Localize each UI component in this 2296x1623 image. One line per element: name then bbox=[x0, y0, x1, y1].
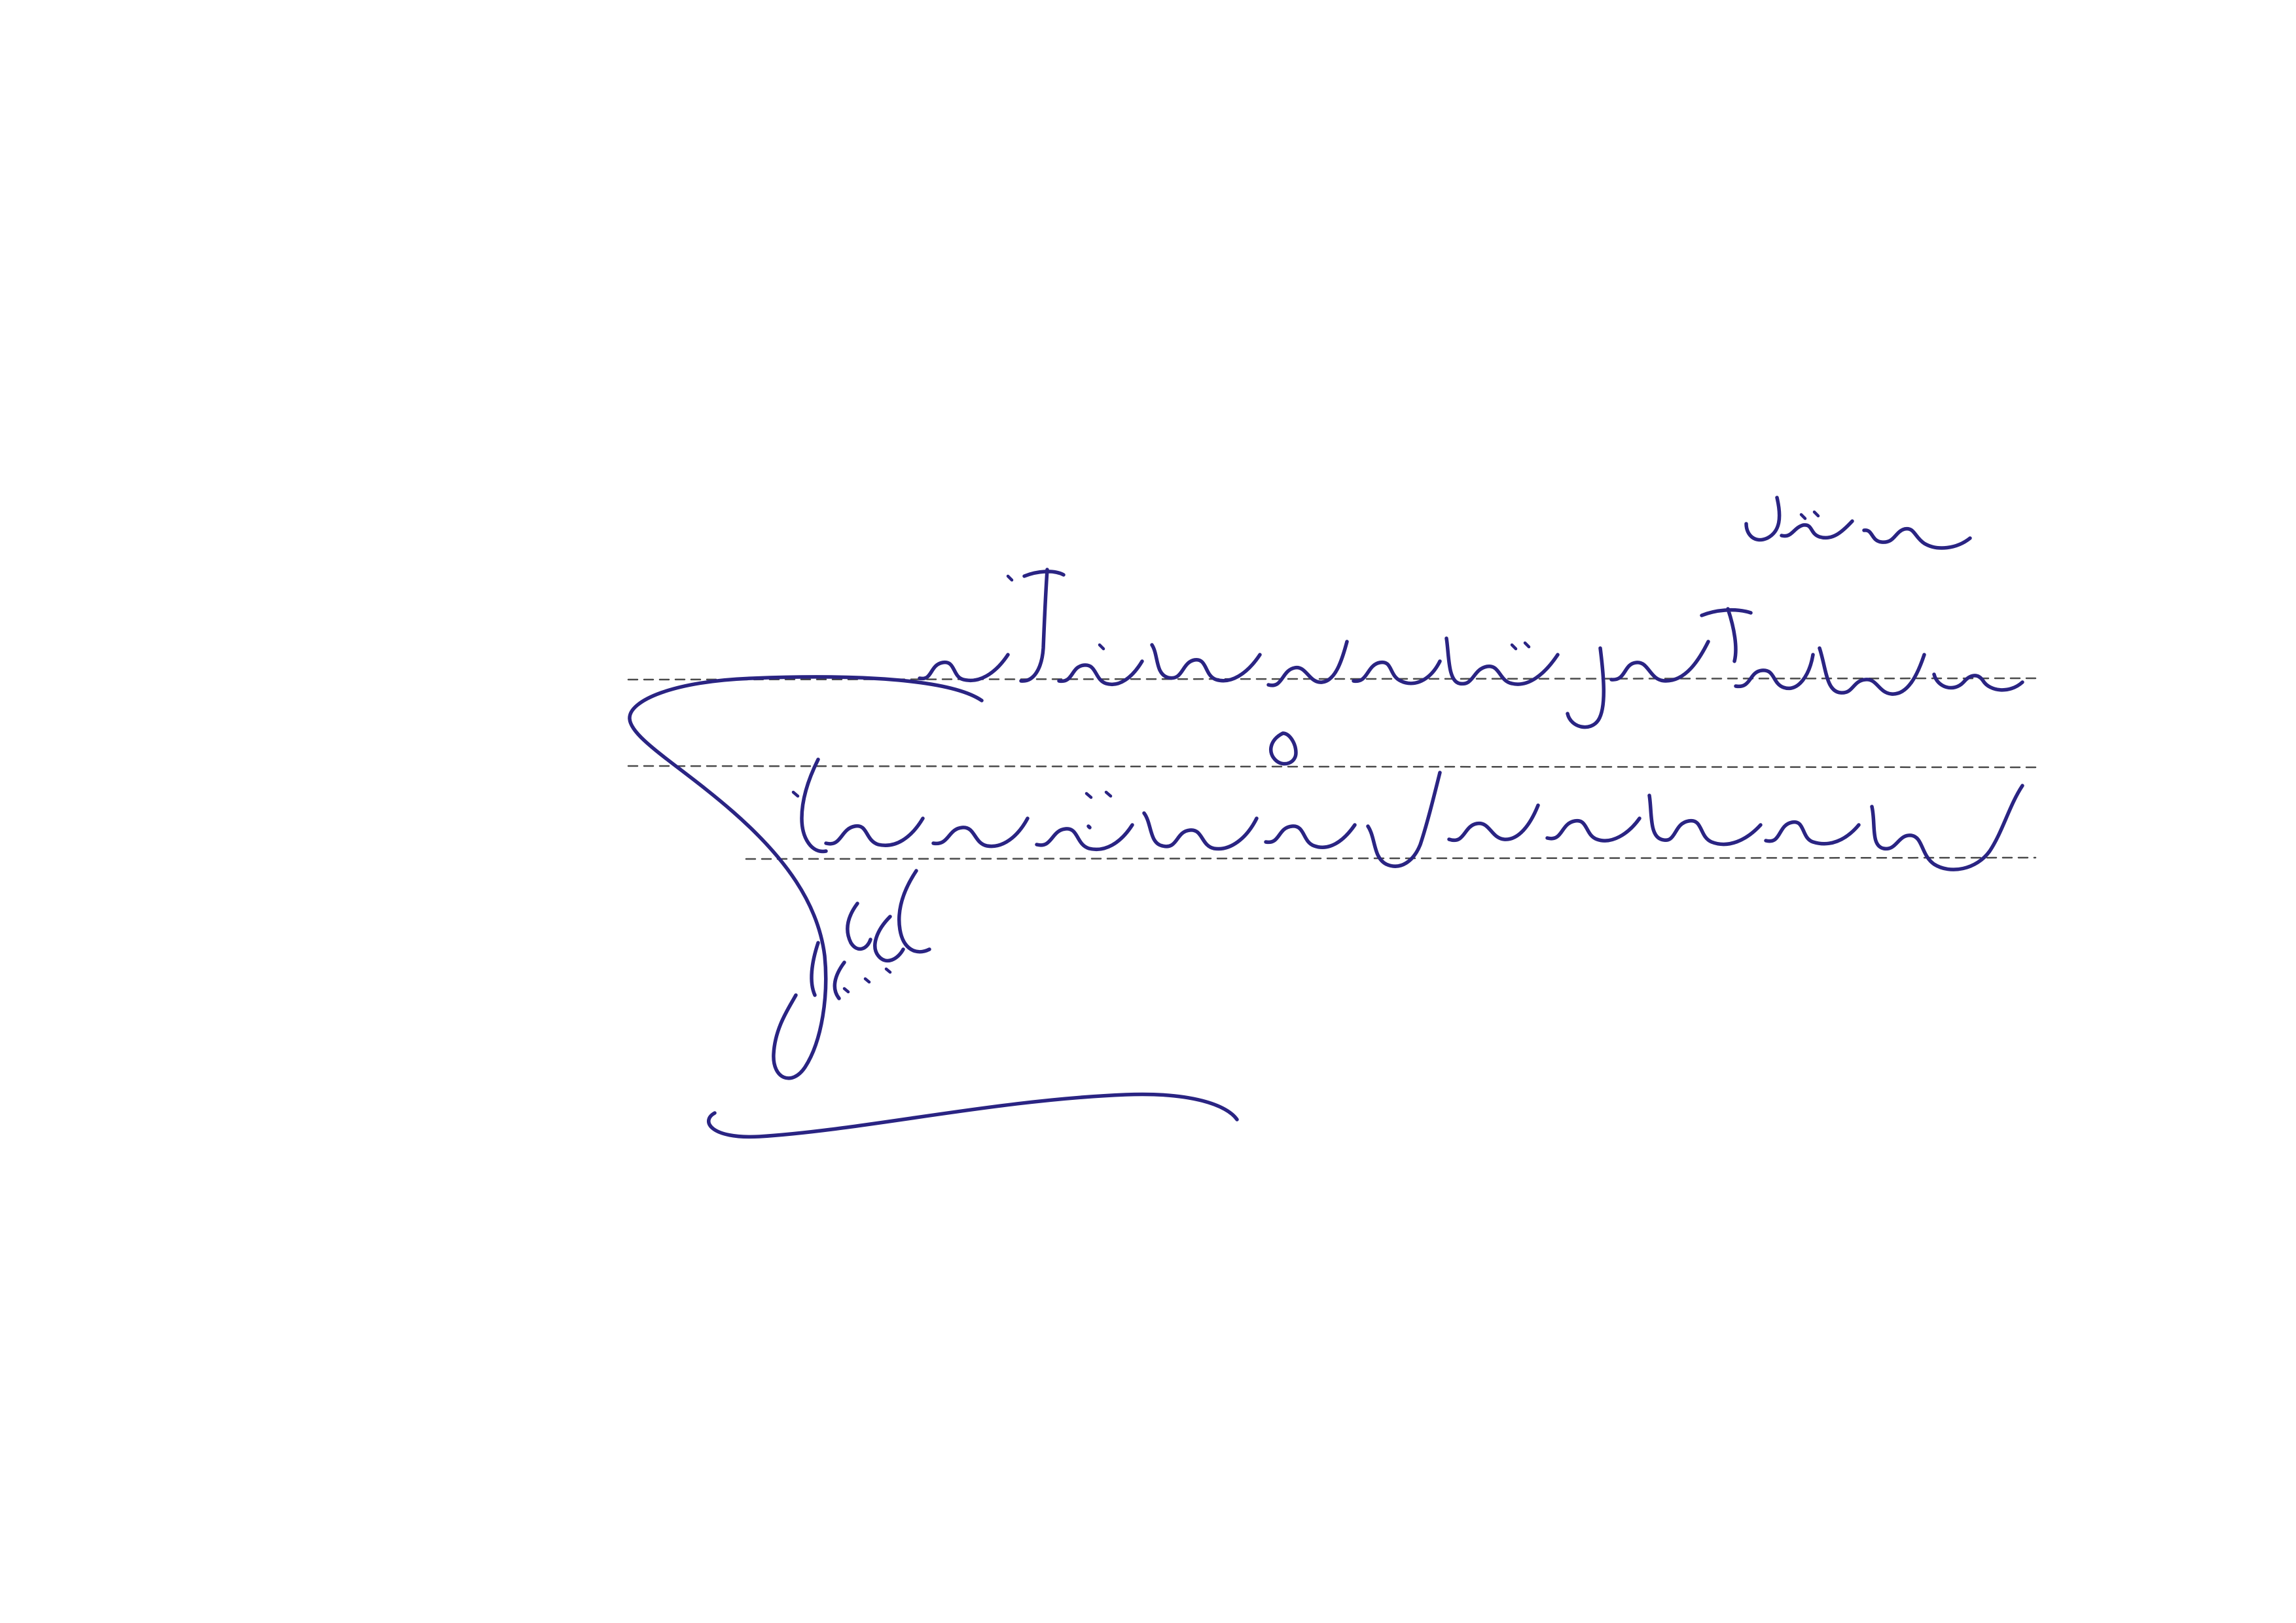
signature bbox=[628, 675, 1239, 1139]
greeting-handwriting bbox=[1744, 496, 1972, 550]
body-line-1-handwriting bbox=[918, 568, 2024, 729]
full-stop bbox=[1086, 824, 1092, 830]
guide-line-middle bbox=[627, 765, 2037, 769]
guide-line-bottom bbox=[745, 856, 2037, 860]
body-line-2-handwriting bbox=[791, 731, 2024, 871]
guide-lines bbox=[627, 677, 2037, 860]
